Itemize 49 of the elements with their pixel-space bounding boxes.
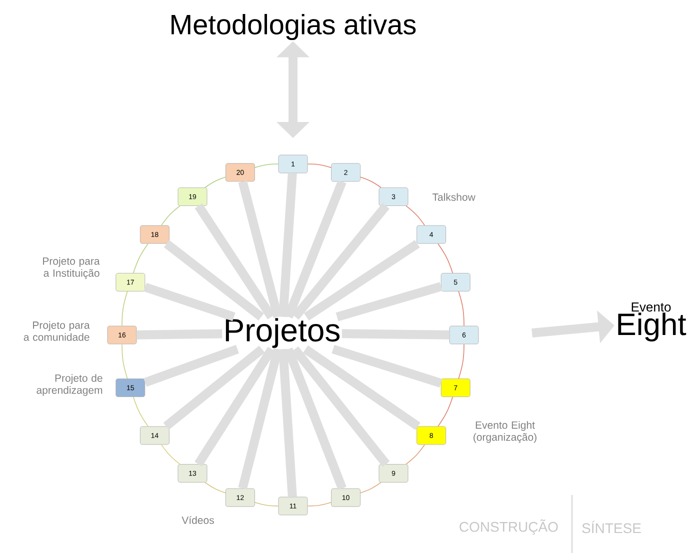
spoke-line (136, 329, 222, 340)
spoke-line (342, 329, 450, 340)
ring-arc (160, 444, 180, 464)
spoke-line (291, 346, 390, 467)
ring-arc (122, 291, 128, 326)
spoke-line (194, 203, 276, 320)
ring-arc (458, 344, 464, 379)
ring-arc (254, 164, 279, 168)
spoke-line (304, 240, 420, 321)
spoke-line (336, 282, 442, 322)
footer-text: CONSTRUÇÃO (460, 519, 558, 535)
spoke-line (238, 180, 282, 318)
note-text: Projeto para a comunidade (24, 321, 90, 341)
ring-arc (204, 176, 226, 188)
ring-arc (458, 291, 464, 326)
ring-arc (254, 502, 279, 506)
note-text: Projeto para a Instituição (43, 257, 100, 279)
spoke-line (238, 348, 282, 490)
ring-arc (438, 243, 454, 274)
ring-arc (204, 482, 226, 494)
note-text: Projeto de aprendizagem (36, 374, 102, 396)
spoke-line (332, 344, 442, 388)
ring-arc (132, 243, 148, 274)
note-text: Talkshow (432, 193, 476, 201)
ring-arc (307, 164, 332, 168)
spoke-line (144, 282, 236, 322)
target-text: Evento Eight (618, 302, 686, 342)
spoke-line (302, 345, 420, 430)
note-text: Vídeos (182, 516, 214, 524)
spoke-line (194, 346, 276, 467)
ring-arc (360, 176, 382, 188)
hub-text: Projetos (222, 317, 342, 349)
note-text: Evento Eight (organização) (474, 421, 536, 443)
spoke-line (278, 348, 297, 498)
ring-arc (360, 482, 382, 494)
ring-arc (406, 206, 426, 226)
spoke-line (278, 172, 297, 318)
ring-arc (160, 206, 180, 226)
ring-arc (122, 344, 128, 379)
ring-arc (438, 396, 454, 427)
heading: Metodologias ativas (172, 14, 416, 40)
spoke-line (164, 240, 264, 320)
ring-arc (406, 444, 426, 464)
spoke-line (163, 346, 265, 430)
ring-arc (307, 502, 332, 506)
ring-arc (132, 396, 148, 427)
spoke-line (144, 344, 239, 387)
footer-text: SÍNTESE (582, 520, 641, 534)
spoke-line (292, 203, 390, 320)
